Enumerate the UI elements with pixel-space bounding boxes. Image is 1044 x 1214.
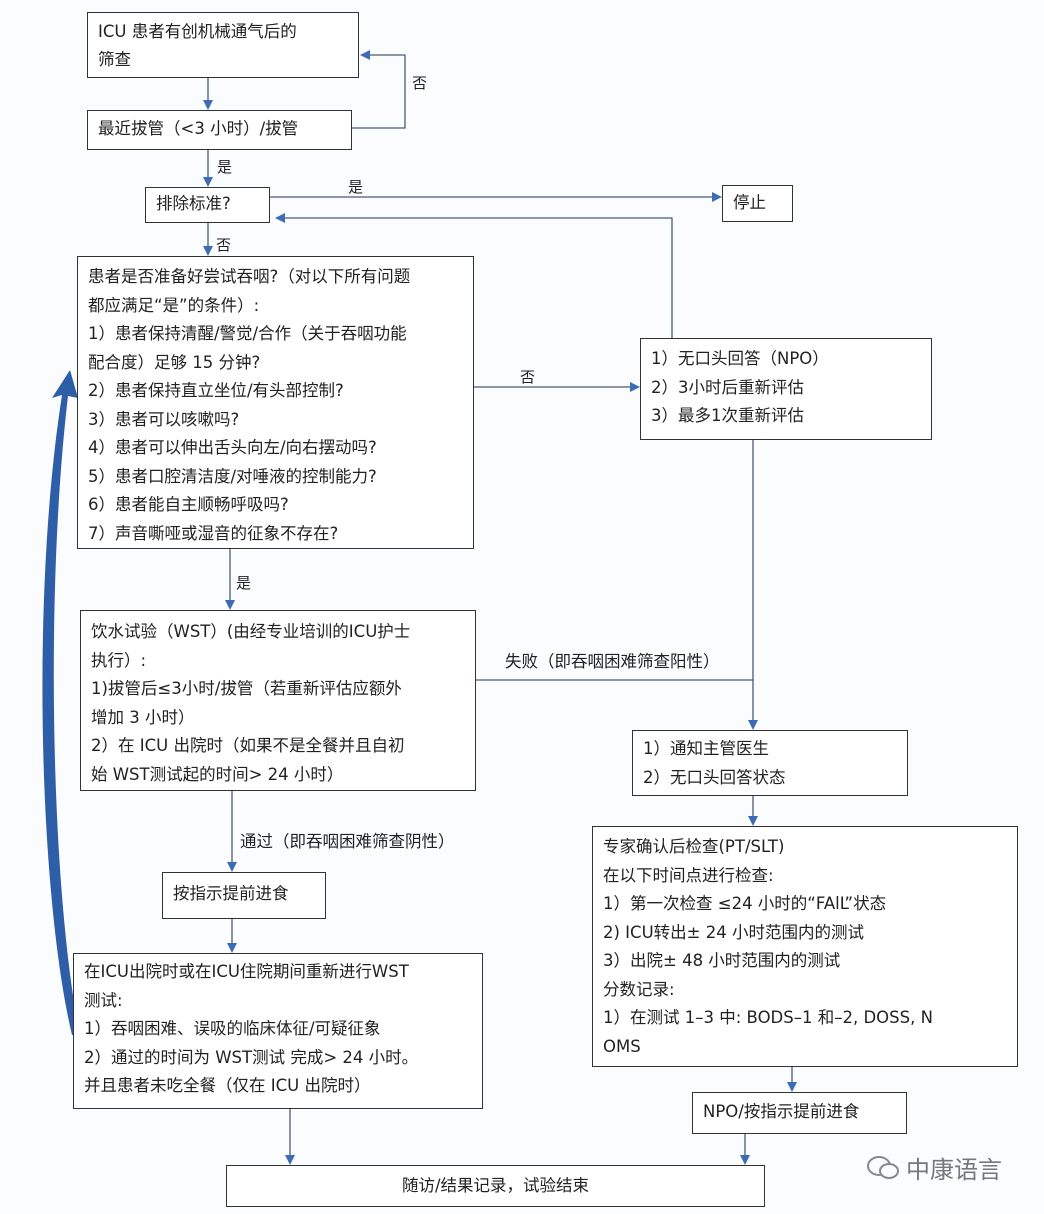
text-line: 筛查 [98, 50, 131, 69]
text-line: 1）患者保持清醒/警觉/合作（关于吞咽功能 [88, 324, 407, 343]
loop-back-arrow [42, 370, 80, 1035]
arrow-npo-reassess [275, 213, 673, 338]
text-line: 并且患者未吃全餐（仅在 ICU 出院时） [84, 1076, 371, 1095]
text-line: 2）患者保持直立坐位/有头部控制? [88, 381, 344, 400]
node-water-swallow-test: 饮水试验（WST）(由经专业培训的ICU护士 执行）: 1)拔管后≤3小时/拔管… [80, 610, 476, 791]
node-npo: 1）无口头回答（NPO） 2）3小时后重新评估 3）最多1次重新评估 [640, 338, 932, 440]
text-line: 3）最多1次重新评估 [651, 406, 804, 425]
text-line: 配合度）足够 15 分钟? [88, 352, 261, 372]
text-line: OMS [603, 1036, 641, 1056]
text-line: 1）在测试 1–3 中: BODS–1 和–2, DOSS, N [603, 1008, 933, 1027]
text-line: ICU 患者有创机械通气后的 [98, 22, 297, 41]
text-line: 6）患者能自主顺畅呼吸吗? [88, 495, 289, 514]
label-pass: 通过（即吞咽困难筛查阴性） [240, 832, 455, 851]
text-line: 3）患者可以咳嗽吗? [88, 409, 240, 429]
text-line: 2) ICU转出± 24 小时范围内的测试 [603, 922, 864, 942]
node-stop: 停止 [722, 185, 793, 222]
text-line: 专家确认后检查(PT/SLT) [603, 837, 785, 856]
text-line: 1）无口头回答（NPO） [651, 349, 829, 368]
text-line: 饮水试验（WST）(由经专业培训的ICU护士 [91, 622, 411, 641]
watermark: 中康语言 [866, 1150, 1002, 1185]
text-line: 停止 [733, 193, 766, 212]
node-npo-advance: NPO/按指示提前进食 [692, 1092, 907, 1134]
text-line: NPO/按指示提前进食 [703, 1102, 860, 1121]
node-expert-check: 专家确认后检查(PT/SLT) 在以下时间点进行检查: 1）第一次检查 ≤24 … [592, 826, 1018, 1067]
text-line: 5）患者口腔清洁度/对唾液的控制能力? [88, 466, 377, 486]
node-end: 随访/结果记录，试验结束 [226, 1165, 765, 1207]
text-line: 最近拔管（<3 小时）/拔管 [98, 119, 299, 138]
wechat-icon [867, 1155, 899, 1179]
node-notify: 1）通知主管医生 2）无口头回答状态 [632, 730, 908, 796]
text-line: 在以下时间点进行检查: [603, 865, 774, 885]
text-line: 执行）: [91, 650, 147, 670]
text-line: 测试: [84, 990, 123, 1010]
node-readiness: 患者是否准备好尝试吞咽?（对以下所有问题 都应满足“是”的条件）: 1）患者保持… [77, 256, 474, 549]
text-line: 4）患者可以伸出舌头向左/向右摆动吗? [88, 438, 377, 457]
text-line: 1）通知主管医生 [643, 739, 769, 758]
text-line: 分数记录: [603, 979, 675, 999]
watermark-text: 中康语言 [906, 1156, 1002, 1184]
text-line: 患者是否准备好尝试吞咽?（对以下所有问题 [88, 267, 411, 286]
node-retest: 在ICU出院时或在ICU住院期间重新进行WST 测试: 1）吞咽困难、误吸的临床… [73, 953, 483, 1109]
node-exclusion: 排除标准? [145, 187, 270, 223]
label-yes: 是 [217, 158, 233, 176]
text-line: 始 WST测试起的时间> 24 小时） [91, 764, 344, 784]
text-line: 都应满足“是”的条件）: [88, 295, 260, 315]
label-yes-stop: 是 [348, 178, 364, 196]
text-line: 增加 3 小时） [91, 707, 195, 727]
label-fail: 失败（即吞咽困难筛查阳性） [505, 652, 720, 671]
text-line: 2）在 ICU 出院时（如果不是全餐并且自初 [91, 736, 405, 755]
text-line: 1）吞咽困难、误吸的临床体征/可疑征象 [84, 1019, 381, 1038]
text-line: 随访/结果记录，试验结束 [401, 1176, 590, 1195]
text-line: 3）出院± 48 小时范围内的测试 [603, 951, 841, 970]
label-yes: 是 [236, 574, 252, 592]
label-no: 否 [412, 74, 428, 92]
node-screening: ICU 患者有创机械通气后的 筛查 [87, 12, 359, 78]
text-line: 7）声音嘶哑或湿音的征象不存在? [88, 523, 339, 543]
text-line: 1)拔管后≤3小时/拔管（若重新评估应额外 [91, 679, 402, 698]
node-extubation: 最近拔管（<3 小时）/拔管 [87, 110, 352, 150]
text-line: 1）第一次检查 ≤24 小时的“FAlL”状态 [603, 894, 887, 913]
arrow-extubation-no-loop [352, 50, 406, 129]
text-line: 按指示提前进食 [173, 884, 289, 903]
text-line: 2）3小时后重新评估 [651, 377, 804, 397]
label-no: 否 [216, 236, 232, 254]
text-line: 2）通过的时间为 WST测试 完成> 24 小时。 [84, 1047, 419, 1067]
text-line: 排除标准? [156, 194, 231, 213]
node-advance-feeding: 按指示提前进食 [162, 872, 326, 919]
label-no: 否 [520, 368, 536, 386]
text-line: 在ICU出院时或在ICU住院期间重新进行WST [84, 962, 409, 981]
text-line: 2）无口头回答状态 [643, 767, 786, 787]
